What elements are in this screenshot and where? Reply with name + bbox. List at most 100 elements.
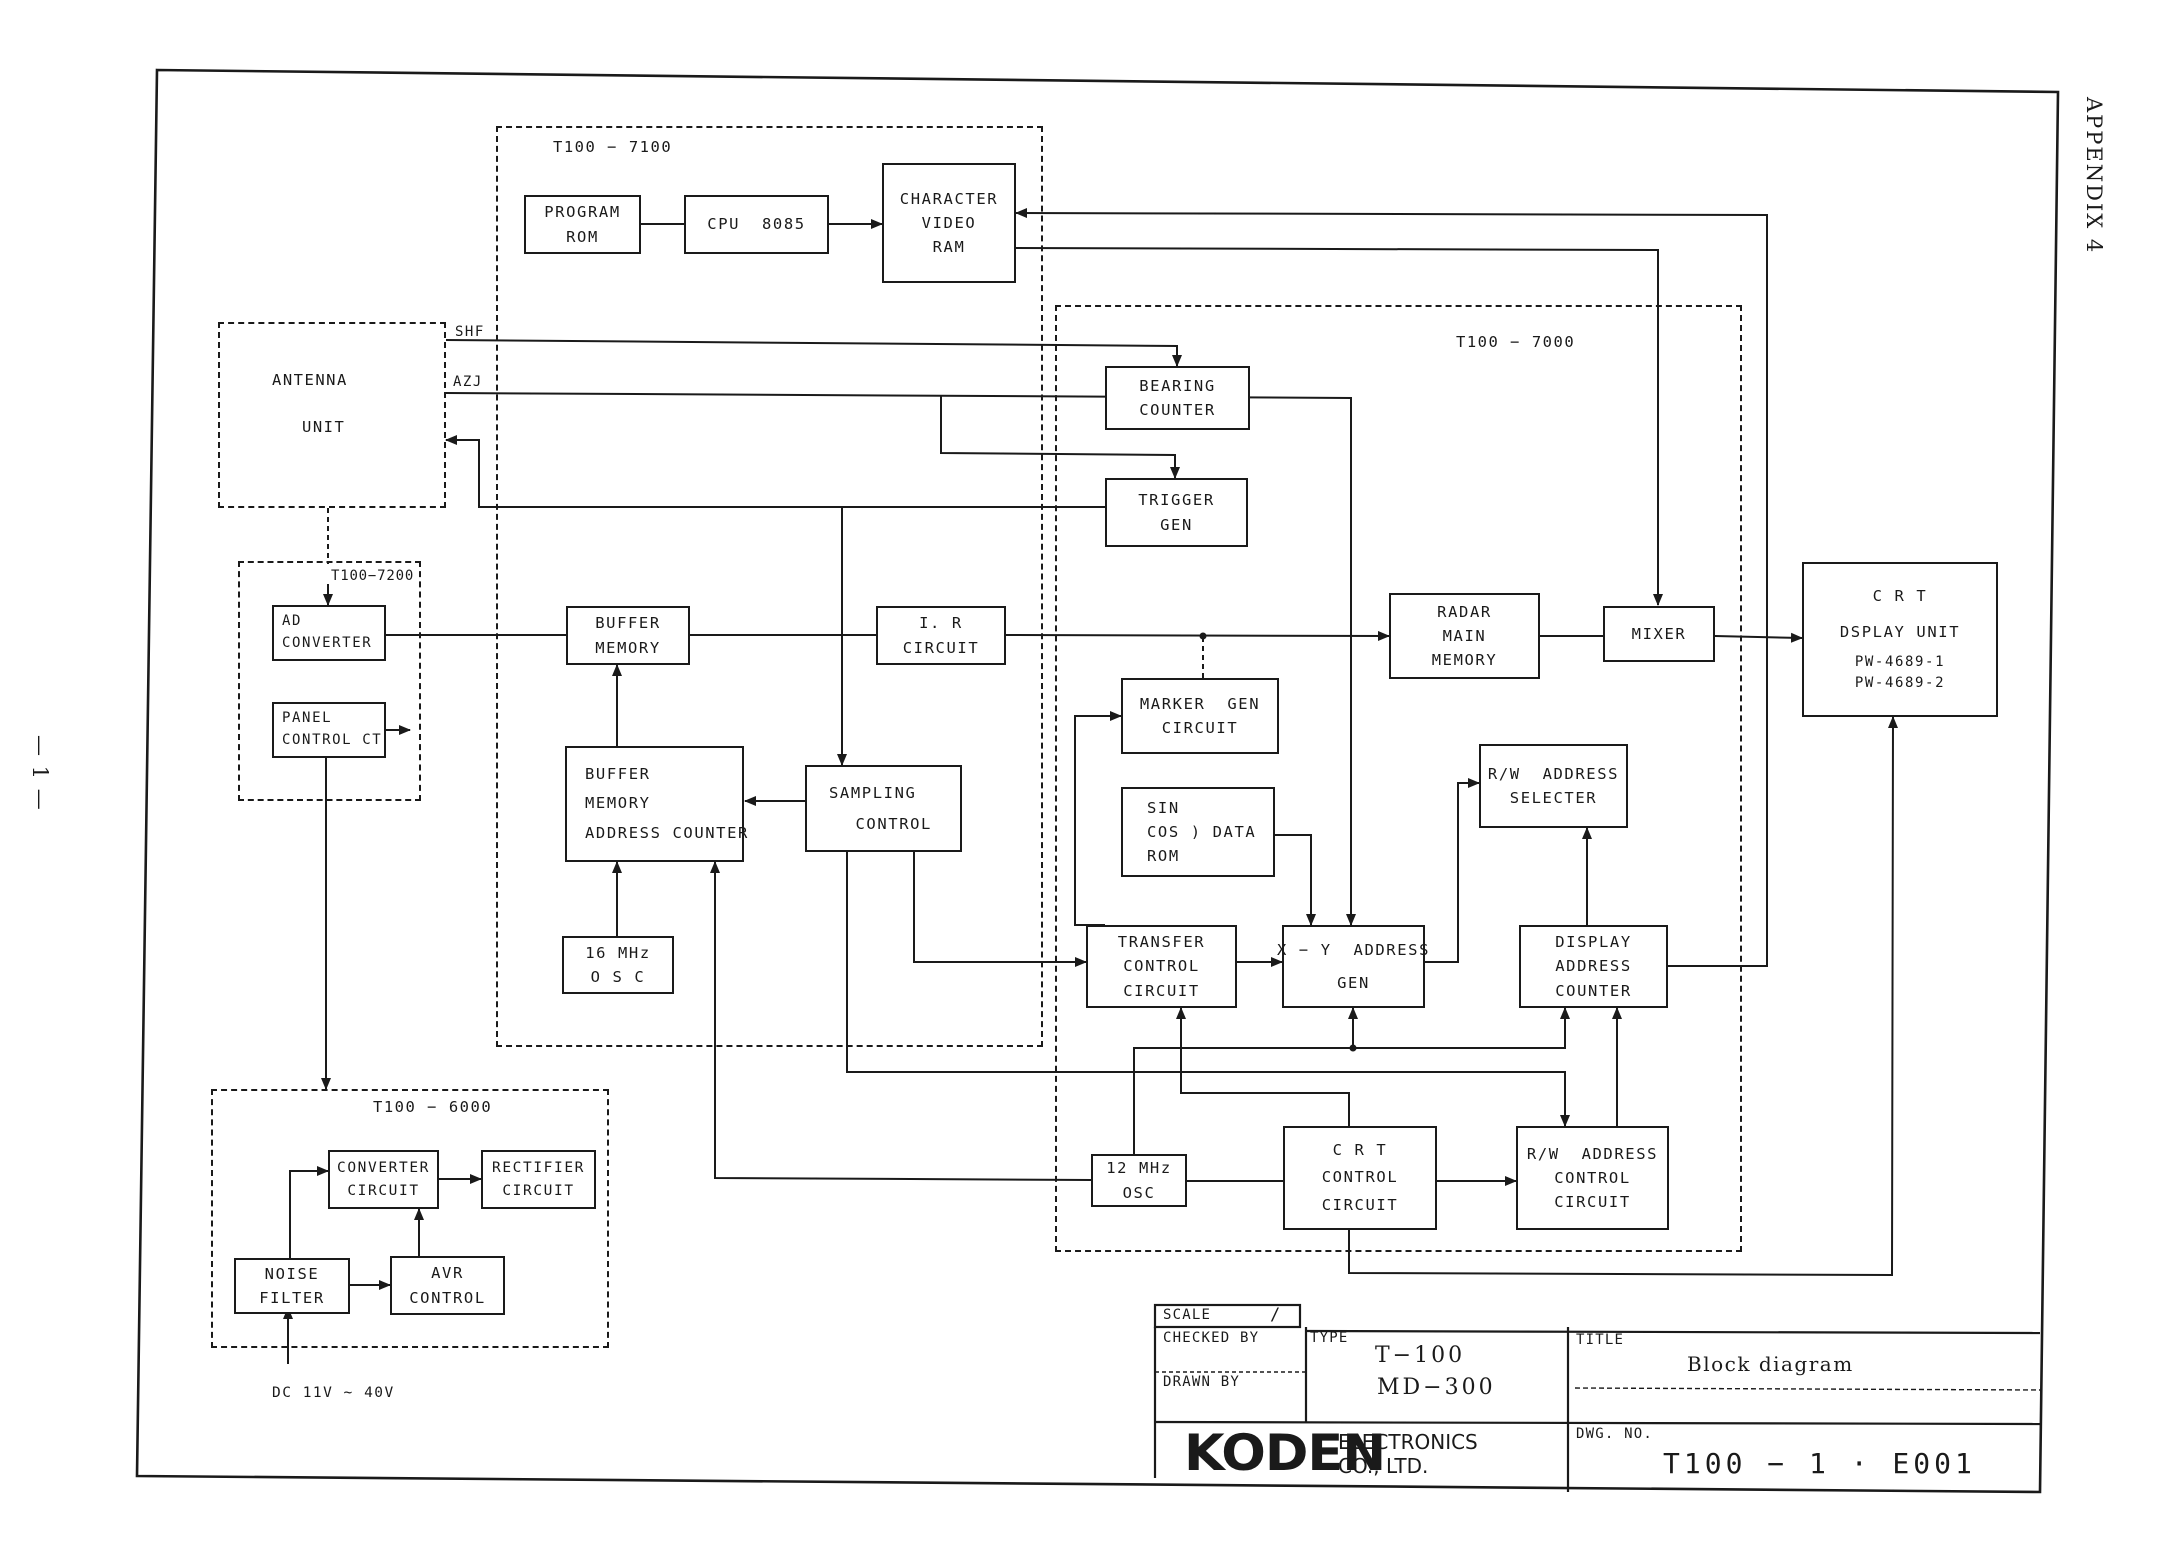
block-rectifier-circuit: RECTIFIER CIRCUIT bbox=[481, 1150, 596, 1209]
block-character-video-ram-line-3: RAM bbox=[932, 238, 966, 256]
block-transfer-control-circuit: TRANSFER CONTROL CIRCUIT bbox=[1086, 925, 1237, 1008]
block-ad-converter-line-1: AD bbox=[282, 613, 303, 630]
block-avr-line-2: CONTROL bbox=[409, 1288, 486, 1307]
title-block-grid bbox=[1153, 1303, 2041, 1492]
block-ir-circuit-line-2: CIRCUIT bbox=[902, 638, 980, 657]
company-suffix-2: CO., LTD. bbox=[1338, 1454, 1429, 1478]
antenna-unit-label-2: UNIT bbox=[302, 418, 346, 436]
block-crt-control-line-1: C R T bbox=[1332, 1141, 1388, 1160]
block-16mhz-osc: 16 MHz O S C bbox=[562, 936, 674, 994]
block-marker-gen-line-2: CIRCUIT bbox=[1161, 719, 1239, 737]
block-program-rom: PROGRAM ROM bbox=[524, 195, 641, 254]
group-t100-6000 bbox=[211, 1089, 609, 1348]
block-marker-gen-line-1: MARKER GEN bbox=[1139, 694, 1261, 713]
wire-osc12-bac bbox=[710, 861, 1092, 1181]
block-12mhz-line-1: 12 MHz bbox=[1106, 1159, 1172, 1178]
scale-value: / bbox=[1270, 1305, 1282, 1325]
signal-label-dc-input: DC 11V ∼ 40V bbox=[272, 1385, 395, 1401]
drawn-by-label: DRAWN BY bbox=[1163, 1374, 1241, 1390]
block-sincos-data-rom: SIN COS ) DATA ROM bbox=[1121, 787, 1275, 877]
antenna-unit bbox=[218, 322, 446, 508]
koden-logo: KODEN bbox=[1184, 1424, 1386, 1482]
block-rw-control-line-3: CIRCUIT bbox=[1554, 1193, 1631, 1211]
block-dac-line-3: COUNTER bbox=[1555, 981, 1632, 1000]
block-trigger-gen-line-2: GEN bbox=[1160, 515, 1193, 534]
block-16mhz-line-2: O S C bbox=[590, 968, 646, 986]
block-rw-control-line-2: CONTROL bbox=[1554, 1168, 1631, 1187]
block-converter-circuit: CONVERTER CIRCUIT bbox=[328, 1150, 439, 1209]
outer-frame bbox=[135, 68, 2060, 1494]
block-xy-line-2: GEN bbox=[1337, 973, 1370, 992]
block-xy-line-1: X − Y ADDRESS bbox=[1276, 940, 1431, 959]
wire-azj bbox=[445, 392, 1356, 926]
block-display-address-counter: DISPLAY ADDRESS COUNTER bbox=[1519, 925, 1668, 1008]
block-12mhz-line-2: OSC bbox=[1122, 1183, 1156, 1202]
block-avr-control: AVR CONTROL bbox=[390, 1256, 505, 1315]
appendix-label: APPENDIX 4 bbox=[2082, 97, 2106, 255]
scale-label: SCALE bbox=[1163, 1307, 1212, 1323]
group-t100-7200-label: T100−7200 bbox=[331, 568, 415, 584]
title-label: TITLE bbox=[1576, 1332, 1625, 1348]
block-sincos-line-1: SIN bbox=[1147, 798, 1180, 817]
wire-xy-rwselect bbox=[1425, 778, 1480, 963]
block-character-video-ram-line-1: CHARACTER bbox=[899, 189, 999, 208]
signal-label-azj: AZJ bbox=[453, 374, 483, 390]
signal-label-shf: SHF bbox=[455, 324, 485, 340]
block-cpu-8085: CPU 8085 bbox=[684, 195, 829, 254]
block-crt-control-line-3: CIRCUIT bbox=[1321, 1195, 1399, 1214]
block-avr-line-1: AVR bbox=[431, 1264, 464, 1283]
block-radar-main-memory-line-2: MAIN bbox=[1442, 626, 1487, 645]
block-radar-main-memory: RADAR MAIN MEMORY bbox=[1389, 593, 1540, 679]
block-sincos-line-3: ROM bbox=[1147, 847, 1180, 865]
wire-trigger-antenna bbox=[445, 435, 1105, 508]
block-program-rom-line-2: ROM bbox=[566, 227, 599, 246]
block-sampling-control-line-2: CONTROL bbox=[855, 814, 932, 833]
block-marker-gen-circuit: MARKER GEN CIRCUIT bbox=[1121, 678, 1279, 754]
group-t100-7100 bbox=[496, 126, 1043, 1047]
block-crt-control-line-2: CONTROL bbox=[1321, 1168, 1399, 1187]
block-bac-line-1: BUFFER bbox=[585, 764, 651, 783]
block-mixer: MIXER bbox=[1603, 606, 1715, 662]
block-rw-address-selecter-line-1: R/W ADDRESS bbox=[1487, 764, 1620, 783]
wire-shf bbox=[445, 339, 1182, 367]
block-rectifier-line-1: RECTIFIER bbox=[492, 1160, 585, 1177]
block-bac-line-2: MEMORY bbox=[585, 794, 651, 813]
block-rw-address-selecter: R/W ADDRESS SELECTER bbox=[1479, 744, 1628, 828]
block-character-video-ram-line-2: VIDEO bbox=[921, 213, 977, 232]
block-rw-address-control-circuit: R/W ADDRESS CONTROL CIRCUIT bbox=[1516, 1126, 1669, 1230]
group-t100-7000 bbox=[1055, 305, 1742, 1252]
block-buffer-memory-line-1: BUFFER bbox=[595, 614, 661, 633]
wire-mixer-crt bbox=[1714, 632, 1803, 643]
block-character-video-ram: CHARACTER VIDEO RAM bbox=[882, 163, 1016, 283]
title-value: Block diagram bbox=[1687, 1352, 1854, 1376]
block-panel-control: PANEL CONTROL CT bbox=[272, 702, 386, 758]
block-crt-display-line-2: DSPLAY UNIT bbox=[1839, 622, 1961, 641]
block-trigger-gen-line-1: TRIGGER bbox=[1138, 491, 1215, 510]
wire-charram-mixer bbox=[1015, 247, 1663, 606]
block-trigger-gen: TRIGGER GEN bbox=[1105, 478, 1248, 547]
block-panel-control-line-2: CONTROL CT bbox=[282, 732, 383, 748]
block-xy-address-gen: X − Y ADDRESS GEN bbox=[1277, 925, 1428, 1008]
type-value-2: MD−300 bbox=[1377, 1375, 1496, 1400]
block-bearing-counter-line-1: BEARING bbox=[1139, 376, 1216, 395]
block-sampling-control-line-1: SAMPLING bbox=[829, 783, 917, 802]
block-converter-line-1: CONVERTER bbox=[337, 1160, 430, 1177]
block-crt-display-line-4: PW-4689-2 bbox=[1854, 674, 1946, 691]
group-t100-6000-label: T100 − 6000 bbox=[373, 1098, 493, 1116]
page-number: — 1 — bbox=[28, 735, 52, 812]
block-16mhz-line-1: 16 MHz bbox=[585, 943, 651, 962]
block-bac-line-3: ADDRESS COUNTER bbox=[585, 823, 749, 842]
block-rw-control-line-1: R/W ADDRESS bbox=[1526, 1144, 1659, 1163]
block-crt-control-circuit: C R T CONTROL CIRCUIT bbox=[1283, 1126, 1437, 1230]
block-bearing-counter: BEARING COUNTER bbox=[1105, 366, 1250, 430]
group-t100-7000-label: T100 − 7000 bbox=[1456, 333, 1576, 351]
checked-by-label: CHECKED BY bbox=[1163, 1330, 1260, 1346]
block-buffer-memory: BUFFER MEMORY bbox=[566, 606, 690, 665]
block-ad-converter-line-2: CONVERTER bbox=[282, 635, 373, 651]
wire-azj-trigger bbox=[940, 395, 1180, 479]
block-radar-main-memory-line-1: RADAR bbox=[1437, 602, 1492, 621]
block-ir-circuit-line-1: I. R bbox=[919, 614, 963, 633]
block-crt-display-unit: C R T DSPLAY UNIT PW-4689-1 PW-4689-2 bbox=[1802, 562, 1998, 717]
group-t100-7100-label: T100 − 7100 bbox=[553, 138, 673, 156]
